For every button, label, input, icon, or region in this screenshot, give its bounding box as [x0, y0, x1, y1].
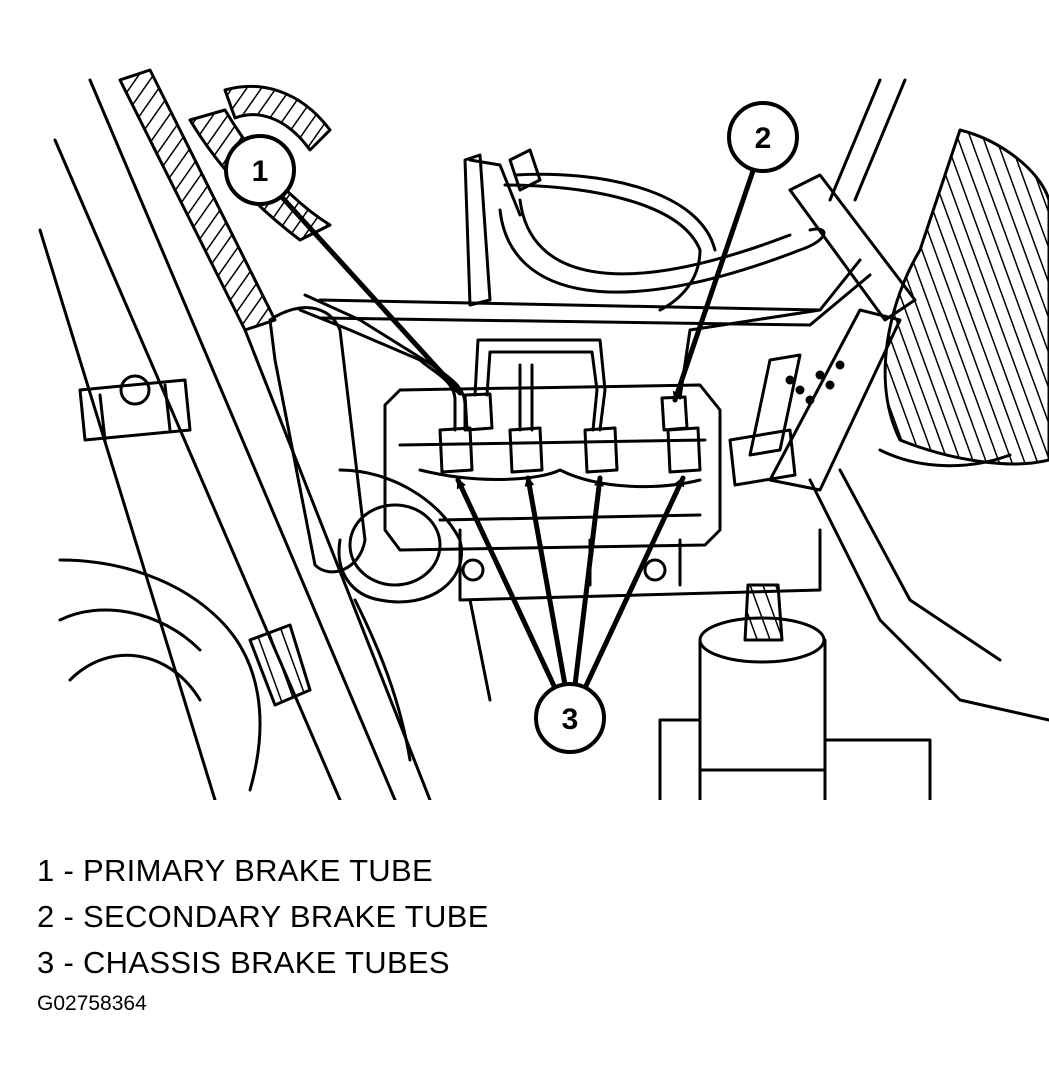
left-cylinder — [268, 306, 463, 604]
right-corrugated-hose — [878, 128, 1049, 468]
lower-left-housing — [58, 558, 312, 792]
legend: 1 - PRIMARY BRAKE TUBE 2 - SECONDARY BRA… — [37, 848, 489, 986]
callout-3: 3 — [534, 682, 606, 754]
callout-3-label: 3 — [562, 703, 579, 736]
callout-1: 1 — [224, 134, 296, 206]
right-connector — [728, 173, 917, 492]
callout-1-label: 1 — [252, 155, 269, 188]
arrow-3b — [524, 475, 568, 688]
right-frame-lines — [808, 78, 1049, 722]
arrow-3a — [455, 477, 558, 691]
lower-right-cylinder — [658, 583, 932, 800]
lower-tubes — [353, 598, 492, 762]
figure-id: G02758364 — [37, 992, 147, 1015]
upper-bracket — [463, 148, 542, 307]
callout-arrows — [277, 162, 758, 691]
legend-item-primary: 1 - PRIMARY BRAKE TUBE — [37, 853, 433, 888]
arrow-2 — [672, 162, 758, 403]
arrow-1 — [277, 192, 463, 396]
brake-tube-illustration: 1 2 3 — [38, 68, 1049, 800]
callout-2-label: 2 — [755, 122, 772, 155]
brake-tube-fittings — [438, 392, 702, 474]
arrow-3c — [572, 475, 605, 688]
legend-item-chassis: 3 - CHASSIS BRAKE TUBES — [37, 945, 450, 980]
left-corrugated-hose — [118, 68, 332, 332]
callout-2: 2 — [727, 101, 799, 173]
top-loop-hoses — [498, 172, 826, 312]
legend-item-secondary: 2 - SECONDARY BRAKE TUBE — [37, 899, 489, 934]
hose-clamp — [78, 374, 192, 442]
arrow-3d — [582, 475, 686, 691]
